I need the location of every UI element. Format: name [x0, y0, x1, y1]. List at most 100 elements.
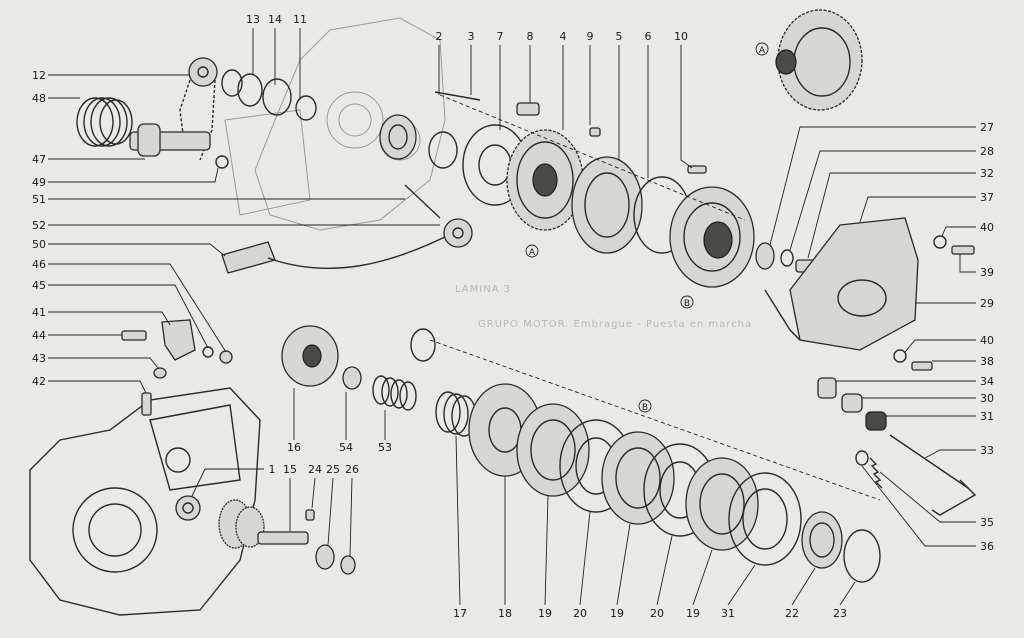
- callout-19a: 19: [538, 607, 552, 620]
- callout-54: 54: [339, 441, 353, 454]
- washer-27: [755, 242, 775, 270]
- callout-39: 39: [980, 266, 994, 279]
- faint-caption-2: GRUPO MOTOR. Embrague - Puesta en marcha: [478, 319, 752, 330]
- kickstart-spring: [76, 97, 133, 147]
- washer-40b: [893, 349, 907, 363]
- callout-1: 1: [269, 463, 276, 476]
- marker-b-lower: B: [642, 403, 648, 413]
- layshaft-gears: [218, 499, 309, 549]
- callout-15: 15: [283, 463, 297, 476]
- bolt-44: [121, 330, 147, 341]
- callout-8: 8: [527, 30, 534, 43]
- callout-42: 42: [32, 375, 46, 388]
- spring-pin: [516, 102, 540, 116]
- spring-35: [869, 457, 883, 489]
- nut-54: [342, 366, 362, 390]
- callout-36: 36: [980, 540, 994, 553]
- callouts-top: 13 14 11 2 3 7 8 4 9 5 6 10: [246, 13, 693, 178]
- callout-31r: 31: [980, 410, 994, 423]
- kickstart-shaft: [129, 123, 229, 169]
- callout-30: 30: [980, 392, 994, 405]
- bush-30: [841, 393, 863, 413]
- callout-10: 10: [674, 30, 688, 43]
- clutch-hub: [281, 325, 339, 387]
- callout-7: 7: [497, 30, 504, 43]
- callout-17: 17: [453, 607, 467, 620]
- nut-43: [153, 367, 167, 379]
- callout-48: 48: [32, 92, 46, 105]
- group-markers: A A B B: [525, 42, 769, 413]
- callout-33: 33: [980, 444, 994, 457]
- callout-32: 32: [980, 167, 994, 180]
- callout-18: 18: [498, 607, 512, 620]
- faint-caption-1: LÁMINA 3: [455, 282, 511, 295]
- clip-28: [780, 249, 794, 267]
- bearings-top: [379, 91, 481, 169]
- gear-a-detail: [775, 9, 863, 111]
- callout-40b: 40: [980, 334, 994, 347]
- callout-31b: 31: [721, 607, 735, 620]
- bolt-51: [404, 184, 441, 219]
- callouts-left: 12 48 47 49 51 52 50 46 45 41 44 43 42: [32, 69, 440, 394]
- clutch-basket: [571, 156, 643, 254]
- bush-31: [865, 411, 887, 431]
- callout-24: 24: [308, 463, 322, 476]
- callout-14: 14: [268, 13, 282, 26]
- callout-20a: 20: [573, 607, 587, 620]
- ring-36: [855, 450, 869, 466]
- callout-3: 3: [468, 30, 475, 43]
- bush-34: [817, 377, 837, 399]
- callout-51: 51: [32, 193, 46, 206]
- spring-53: [372, 375, 417, 411]
- callout-50: 50: [32, 238, 46, 251]
- callout-29: 29: [980, 297, 994, 310]
- washer-40a: [933, 235, 947, 249]
- clutch-drum: [669, 186, 755, 288]
- callout-12: 12: [32, 69, 46, 82]
- callout-4: 4: [560, 30, 567, 43]
- pin-10: [687, 165, 707, 174]
- callout-43: 43: [32, 352, 46, 365]
- callout-2: 2: [436, 30, 443, 43]
- callout-46: 46: [32, 258, 46, 271]
- callout-38: 38: [980, 355, 994, 368]
- pin-9: [589, 127, 601, 137]
- callout-47: 47: [32, 153, 46, 166]
- clutch-plate-stack: [435, 383, 881, 583]
- callout-52: 52: [32, 219, 46, 232]
- callout-28: 28: [980, 145, 994, 158]
- callout-19b: 19: [610, 607, 624, 620]
- primary-gear: [506, 129, 584, 231]
- callout-19c: 19: [686, 607, 700, 620]
- callouts-bottom: 16 54 53 1 15 24 25 26 17 18 19 20 19 20…: [191, 388, 856, 620]
- callout-35: 35: [980, 516, 994, 529]
- callout-34: 34: [980, 375, 994, 388]
- marker-a-top: A: [759, 46, 766, 56]
- callout-6: 6: [645, 30, 652, 43]
- callouts-right: 27 28 32 37 40 39 29 40 38 34 30 31 33 3…: [769, 121, 994, 553]
- washer-top: [410, 328, 436, 362]
- callout-49: 49: [32, 176, 46, 189]
- bolt-39: [951, 245, 975, 255]
- callout-41: 41: [32, 306, 46, 319]
- callout-23: 23: [833, 607, 847, 620]
- bolt-38: [911, 361, 933, 371]
- marker-b-mid: B: [684, 299, 690, 309]
- callout-26: 26: [345, 463, 359, 476]
- callout-44: 44: [32, 329, 46, 342]
- rings-top-left: [221, 69, 317, 121]
- callout-20b: 20: [650, 607, 664, 620]
- crankcase-lower: [29, 387, 261, 616]
- bracket-41: [161, 319, 233, 364]
- callout-27: 27: [980, 121, 994, 134]
- callout-25: 25: [326, 463, 340, 476]
- callout-11: 11: [293, 13, 307, 26]
- callout-22: 22: [785, 607, 799, 620]
- callout-40a: 40: [980, 221, 994, 234]
- marker-a-mid: A: [529, 248, 536, 258]
- callout-5: 5: [616, 30, 623, 43]
- washer-25: [315, 544, 335, 570]
- clutch-lever: [889, 434, 977, 516]
- bolt-42: [141, 392, 152, 416]
